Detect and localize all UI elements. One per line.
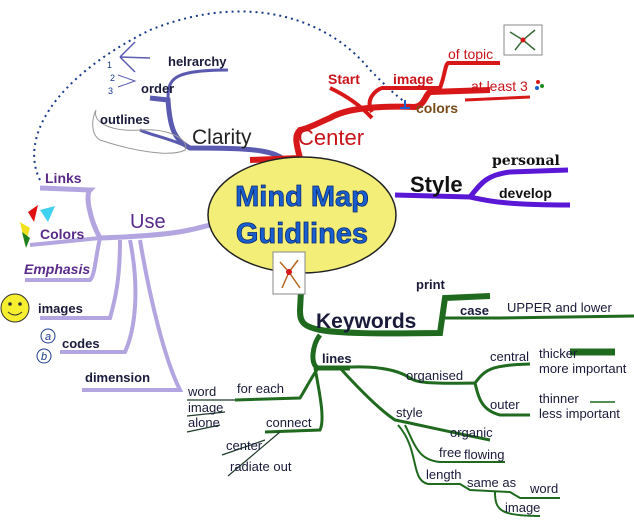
title-line-2: Guidlines [236,218,368,250]
style-sub-branches [397,424,560,517]
lines-sub-branches [234,366,491,442]
for-each-label: for each [237,381,284,396]
svg-text:b: b [41,351,47,363]
number-1: 1 [107,60,112,70]
image-2-label: image [505,500,540,515]
more-important-label: more important [539,361,627,376]
flowing-label: flowing [464,447,504,462]
image-branch [367,61,500,114]
style-branch [394,167,571,208]
free-label: free [439,445,461,460]
use-branch [39,185,211,241]
word-2-label: word [529,481,558,496]
lines-label: lines [322,351,352,366]
dimension-label: dimension [85,370,150,385]
outlines-label: outlines [100,112,150,127]
keywords-branch [296,271,491,337]
three-colors-icon [535,80,544,90]
colors-label: colors [416,100,458,116]
start-branch [329,86,374,120]
central-label: central [490,349,529,364]
code-a-icon: a [40,328,56,344]
organised-branch [334,362,531,417]
at-least-label: at least 3 [471,78,528,94]
case-branch [440,314,634,320]
personal-label: personal [492,153,560,169]
number-2: 2 [110,73,115,83]
code-b-icon: b [36,348,52,364]
less-important-label: less important [539,406,620,421]
alone-label: alone [188,415,220,430]
hierarchy-icon [119,41,151,73]
use-sub-branches [25,236,184,392]
organic-label: organic [450,425,493,440]
dotted-link [33,10,406,181]
develop-label: develop [499,185,552,201]
word-label: word [187,384,216,399]
svg-text:a: a [45,331,51,343]
helrarchy-label: helrarchy [168,54,227,69]
style-label: Style [410,172,463,197]
center-lines-label: center [226,438,263,453]
print-label: print [416,277,446,292]
image-label: image [393,71,434,87]
organised-label: organised [406,368,463,383]
start-label: Start [328,71,360,87]
colors-splash-icon [20,205,55,248]
number-3: 3 [108,86,113,96]
order-label: order [141,81,174,96]
at-least-branch [464,95,531,102]
helrarchy-branch [166,68,229,101]
of-topic-label: of topic [448,46,493,62]
keywords-label: Keywords [316,310,416,333]
outer-label: outer [490,397,520,412]
smiley-icon [0,293,30,323]
links-label: Links [45,170,82,186]
style-lines-label: style [396,405,423,420]
order-icon [117,74,137,88]
colors-icon [400,100,410,109]
connect-label: connect [266,415,312,430]
colors-use-label: Colors [40,226,85,242]
thicker-label: thicker [539,346,578,361]
topic-picture-icon [503,24,543,56]
center-label: Center [298,125,364,150]
upper-lower-label: UPPER and lower [507,300,612,315]
codes-label: codes [62,336,100,351]
for-each-connect-lines [186,399,281,477]
image-lines-label: image [188,400,223,415]
outline-cloud [92,109,187,154]
thinner-label: thinner [539,391,579,406]
same-as-label: same as [467,475,517,490]
outlines-branch [139,128,191,150]
title-line-1: Mind Map [235,181,369,213]
center-picture-icon [272,251,306,295]
images-label: images [38,301,83,316]
center-branch [249,87,491,163]
clarity-label: Clarity [192,126,252,149]
use-label: Use [130,211,166,233]
radiate-out-label: radiate out [230,459,292,474]
length-label: length [426,467,461,482]
emphasis-label: Emphasis [24,261,90,277]
case-label: case [460,303,489,318]
